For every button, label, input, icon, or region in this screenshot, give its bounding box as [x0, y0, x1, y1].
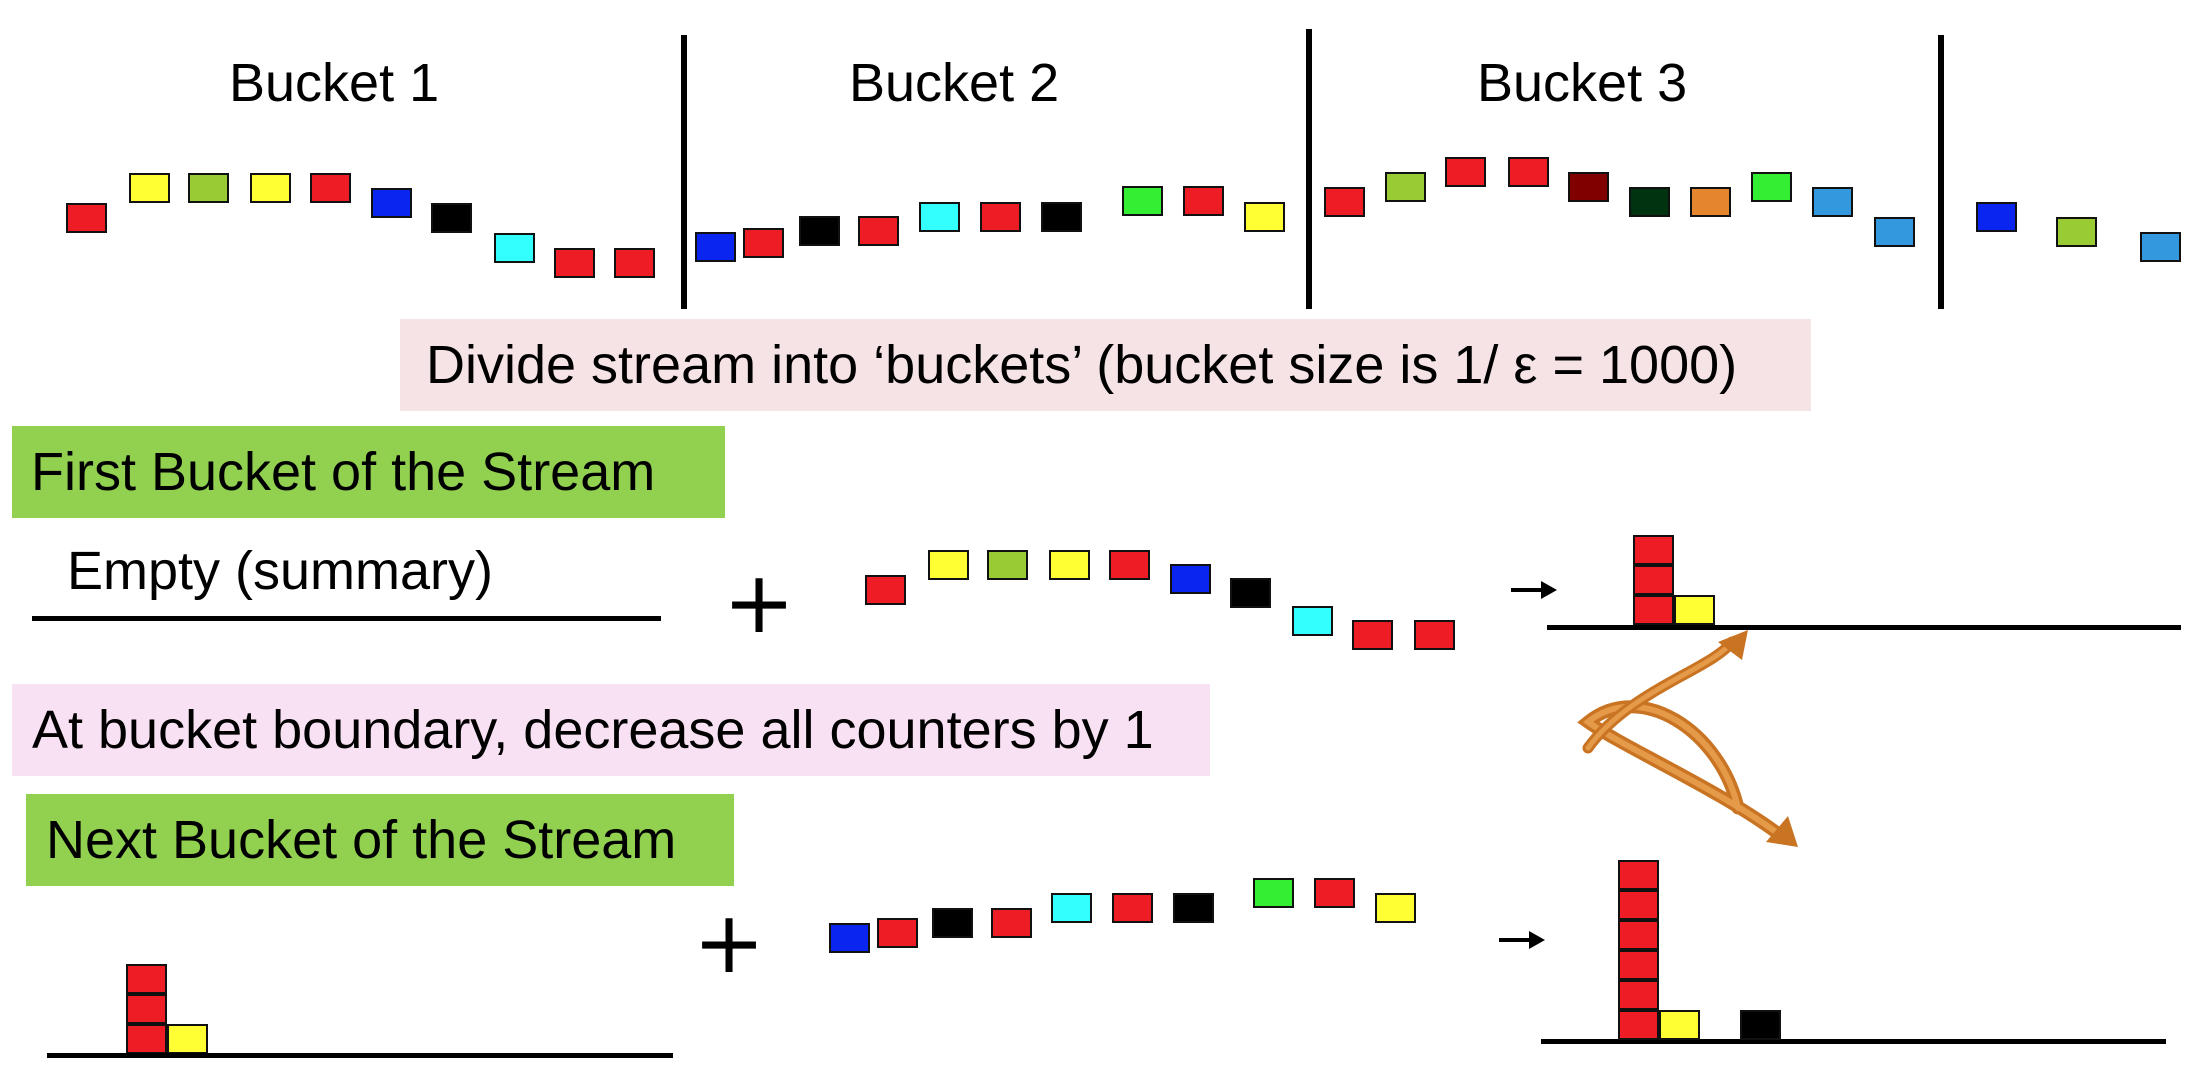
curved-arrow-icon	[1577, 630, 1798, 847]
bucket-4-item-2	[2056, 217, 2097, 247]
bucket-3-item-3	[1445, 157, 1486, 187]
bucket-2-label: Bucket 2	[849, 53, 1060, 113]
bucket-3-item-5	[1568, 172, 1609, 202]
after-next-red-counter-5	[1618, 890, 1659, 920]
bucket-1-item-5	[310, 173, 351, 203]
after-next-red-counter-2	[1618, 980, 1659, 1010]
bucket-3-item-6	[1629, 187, 1670, 217]
bucket-1-item-7	[431, 203, 472, 233]
bucket-divider-2	[1306, 29, 1312, 309]
next-bucket-item-6	[1112, 893, 1153, 923]
empty-summary-label: Empty (summary)	[67, 541, 494, 601]
bucket-3-item-1	[1324, 187, 1365, 217]
before-next-red-counter-2	[126, 994, 167, 1024]
bucket-2-item-5	[919, 202, 960, 232]
first-bucket-item-2	[928, 550, 969, 580]
bucket-2-item-10	[1244, 202, 1285, 232]
bucket-3-item-9	[1812, 187, 1853, 217]
bucket-3-item-10	[1874, 217, 1915, 247]
bucket-3-item-4	[1508, 157, 1549, 187]
next-bucket-item-9	[1314, 878, 1355, 908]
bucket-4-item-3	[2140, 232, 2181, 262]
bucket-divider-1	[681, 35, 687, 309]
bucket-2-item-2	[743, 228, 784, 258]
next-bucket-item-7	[1173, 893, 1214, 923]
plus-sign-2: +	[693, 893, 766, 993]
bucket-3-item-7	[1690, 187, 1731, 217]
bucket-1-item-8	[494, 233, 535, 263]
bucket-1-item-2	[129, 173, 170, 203]
next-bucket-item-10	[1375, 893, 1416, 923]
boundary-note-box: At bucket boundary, decrease all counter…	[12, 684, 1210, 776]
after-next-red-counter-1	[1618, 1010, 1659, 1040]
next-bucket-item-2	[877, 918, 918, 948]
after-next-red-counter-3	[1618, 950, 1659, 980]
first-bucket-item-6	[1170, 564, 1211, 594]
first-bucket-item-7	[1230, 578, 1271, 608]
bucket-3-item-2	[1385, 172, 1426, 202]
summary-baseline-2	[47, 1053, 673, 1058]
before-next-red-counter-1	[126, 1024, 167, 1054]
bucket-1-item-3	[188, 173, 229, 203]
bucket-2-item-7	[1041, 202, 1082, 232]
after-next-black-counter-1	[1740, 1010, 1781, 1040]
first-bucket-header: First Bucket of the Stream	[12, 426, 725, 518]
after-first-red-counter-1	[1633, 595, 1674, 625]
after-first-red-counter-2	[1633, 565, 1674, 595]
next-bucket-item-8	[1253, 878, 1294, 908]
first-bucket-header-text: First Bucket of the Stream	[31, 442, 656, 502]
first-bucket-item-9	[1352, 620, 1393, 650]
caption-box: Divide stream into ‘buckets’ (bucket siz…	[400, 319, 1811, 411]
bucket-2-item-9	[1183, 186, 1224, 216]
after-next-yellow-counter-1	[1659, 1010, 1700, 1040]
first-bucket-item-5	[1109, 550, 1150, 580]
bucket-1-item-10	[614, 248, 655, 278]
after-first-red-counter-3	[1633, 535, 1674, 565]
first-bucket-item-3	[987, 550, 1028, 580]
bucket-1-item-4	[250, 173, 291, 203]
next-bucket-item-3	[932, 908, 973, 938]
bucket-2-item-3	[799, 216, 840, 246]
next-bucket-header: Next Bucket of the Stream	[26, 794, 734, 886]
boundary-note-text: At bucket boundary, decrease all counter…	[32, 700, 1154, 760]
caption-text: Divide stream into ‘buckets’ (bucket siz…	[426, 335, 1738, 395]
counter-baseline-after-first	[1547, 625, 2181, 630]
plus-sign-1: +	[723, 553, 796, 653]
next-bucket-header-text: Next Bucket of the Stream	[46, 810, 677, 870]
bucket-2-item-8	[1122, 186, 1163, 216]
next-bucket-item-4	[991, 908, 1032, 938]
bucket-3-label: Bucket 3	[1477, 53, 1688, 113]
before-next-yellow-counter-1	[167, 1024, 208, 1054]
next-bucket-item-5	[1051, 893, 1092, 923]
first-bucket-item-1	[865, 575, 906, 605]
right-arrow-icon-2	[1499, 931, 1545, 949]
after-next-red-counter-4	[1618, 920, 1659, 950]
before-next-red-counter-3	[126, 964, 167, 994]
counter-baseline-after-next	[1541, 1039, 2166, 1044]
bucket-3-item-8	[1751, 172, 1792, 202]
bucket-1-label: Bucket 1	[229, 53, 440, 113]
next-bucket-item-1	[829, 923, 870, 953]
bucket-2-item-6	[980, 202, 1021, 232]
bucket-1-item-1	[66, 203, 107, 233]
summary-baseline-1	[32, 616, 661, 621]
after-next-red-counter-6	[1618, 860, 1659, 890]
bucket-2-item-4	[858, 216, 899, 246]
bucket-2-item-1	[695, 232, 736, 262]
after-first-yellow-counter-1	[1674, 595, 1715, 625]
bucket-divider-3	[1938, 35, 1944, 309]
right-arrow-icon	[1511, 581, 1557, 599]
bucket-4-item-1	[1976, 202, 2017, 232]
bucket-1-item-6	[371, 188, 412, 218]
first-bucket-item-10	[1414, 620, 1455, 650]
bucket-1-item-9	[554, 248, 595, 278]
first-bucket-item-8	[1292, 606, 1333, 636]
first-bucket-item-4	[1049, 550, 1090, 580]
